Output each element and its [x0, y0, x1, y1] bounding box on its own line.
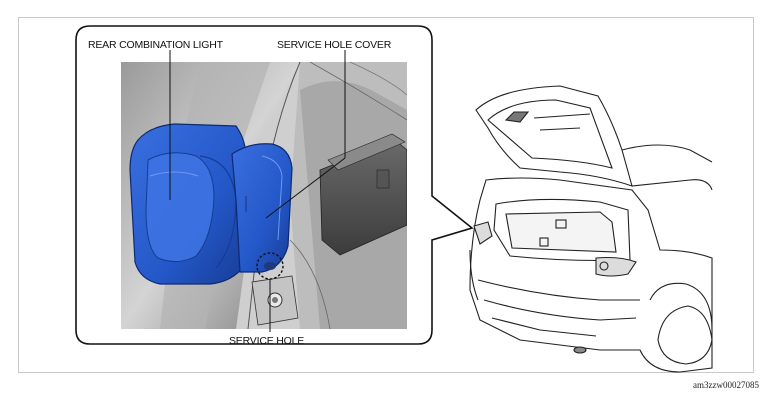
leader-lines [169, 50, 346, 332]
figure-id: am3zzw00027085 [693, 380, 759, 390]
service-hole-cover [231, 143, 293, 273]
figure-frame [18, 17, 754, 373]
label-service-hole: SERVICE HOLE [229, 335, 305, 347]
vehicle-overview [469, 85, 713, 373]
label-rear-combination-light: REAR COMBINATION LIGHT [88, 39, 223, 51]
label-service-hole-cover: SERVICE HOLE COVER [277, 39, 392, 51]
rear-combination-light [129, 123, 247, 285]
shc-leader-diagonal [265, 157, 346, 219]
